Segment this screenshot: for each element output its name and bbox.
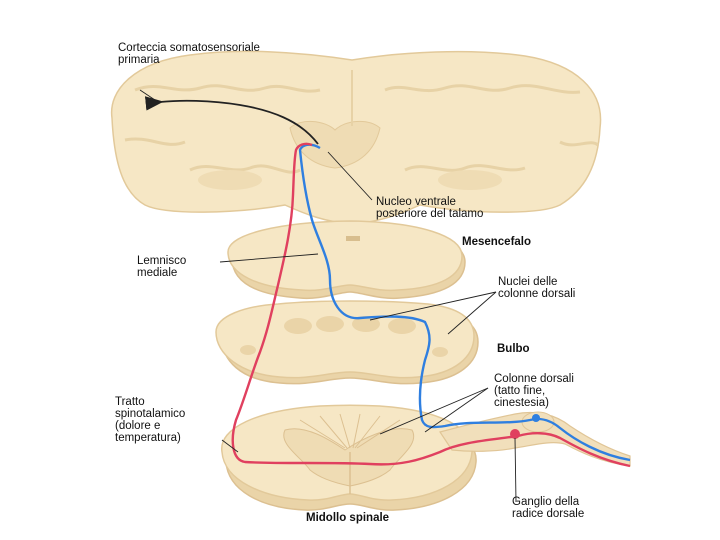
mesencephalon-label: Mesencefalo: [462, 236, 531, 248]
cortex-label: Corteccia somatosensoriale primaria: [118, 42, 260, 66]
spinal-cord-section: [222, 405, 476, 510]
dorsal-root-ganglion-label: Ganglio della radice dorsale: [512, 496, 584, 520]
thalamus-label: Nucleo ventrale posteriore del talamo: [376, 196, 483, 220]
medulla-label: Bulbo: [497, 343, 530, 355]
spinal-cord-label: Midollo spinale: [306, 512, 389, 524]
spinothalamic-tract-label: Tratto spinotalamico (dolore e temperatu…: [115, 396, 185, 444]
brain-section: [112, 51, 601, 224]
mesencephalon-section: [228, 221, 465, 298]
dorsal-columns-label: Colonne dorsali (tatto fine, cinestesia): [494, 373, 574, 409]
dorsal-column-nuclei-label: Nuclei delle colonne dorsali: [498, 276, 575, 300]
medulla-section: [216, 301, 478, 384]
medial-lemniscus-label: Lemnisco mediale: [137, 255, 186, 279]
